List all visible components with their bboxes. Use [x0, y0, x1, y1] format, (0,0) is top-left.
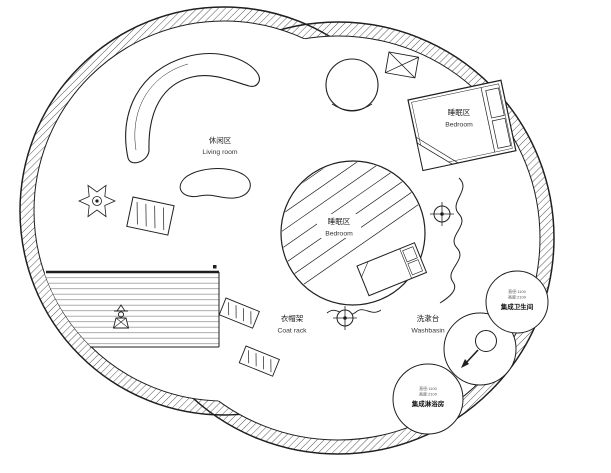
wavy-curtain-line: [439, 177, 464, 304]
bedroom-top-label-zh: 睡眠区: [448, 108, 471, 117]
pillow: [485, 87, 505, 119]
shower-pod-spec1: 直径:1100: [419, 385, 437, 391]
arrow-icon: [461, 359, 469, 368]
blanket-fold: [416, 142, 454, 171]
coat-rack-2: [238, 345, 280, 377]
label-backing: [317, 214, 361, 238]
bedroom-center-zone: 睡眠区 Bedroom: [280, 160, 464, 316]
curved-sofa: [125, 53, 260, 164]
coat-rack-1: [218, 297, 260, 329]
shower-pod-label: 集成淋浴房: [411, 399, 445, 408]
crosshair-symbol-2: [333, 306, 357, 330]
bathroom-pod-label: 集成卫生间: [500, 302, 534, 311]
shower-pod-circle: [392, 363, 464, 435]
bathroom-pod-spec1: 直径:1100: [508, 288, 526, 294]
bedroom-center-label-en: Bedroom: [325, 231, 353, 238]
shower-pod: 直径:1100 高度:2100 集成淋浴房: [392, 363, 464, 435]
basin-faucet-symbol: [461, 330, 497, 368]
crosshair-symbol-1: [430, 202, 454, 226]
round-table: [325, 58, 379, 112]
coat-rack-label-en: Coat rack: [277, 328, 307, 335]
bed-round: [356, 242, 428, 297]
living-room-zone: 休闲区 Living room: [78, 53, 260, 236]
bedroom-top-zone: 睡眠区 Bedroom: [407, 79, 517, 172]
bedroom-floor-stripes: [282, 162, 424, 292]
pillow: [407, 259, 423, 276]
statue-icon: [112, 304, 130, 329]
lounge-chair: [126, 196, 175, 236]
bathroom-pod-spec2: 高度:2100: [508, 294, 527, 300]
crossed-box-symbol: [384, 51, 420, 79]
bathroom-pod: 直径:1100 高度:2100 集成卫生间: [485, 270, 549, 334]
sofa-seat-line: [134, 63, 189, 151]
shower-pod-spec2: 高度:2100: [419, 391, 438, 397]
bedroom-center-label-zh: 睡眠区: [328, 217, 351, 226]
coffee-table: [179, 168, 251, 199]
table-chair-arc: [331, 103, 373, 111]
label-backing: [435, 105, 483, 130]
coat-rack-label-zh: 衣帽架: [281, 313, 304, 323]
coat-rack-zone: 衣帽架 Coat rack: [218, 297, 307, 377]
bedroom-top-label-en: Bedroom: [445, 122, 473, 129]
bathroom-pod-circle: [485, 270, 549, 334]
top-middle-furniture: [325, 51, 420, 112]
washbasin-label-en: Washbasin: [411, 328, 445, 335]
living-label-zh: 休闲区: [209, 135, 232, 145]
pillow: [402, 246, 418, 263]
pillow: [491, 117, 512, 149]
washbasin-label-zh: 洗漱台: [417, 313, 440, 323]
washbasin-zone: 洗漱台 Washbasin: [411, 312, 517, 386]
door-pivot-dot: [213, 265, 217, 269]
living-label-en: Living room: [202, 149, 237, 156]
wavy-line-small: [326, 309, 382, 316]
plant-icon: [78, 184, 116, 218]
